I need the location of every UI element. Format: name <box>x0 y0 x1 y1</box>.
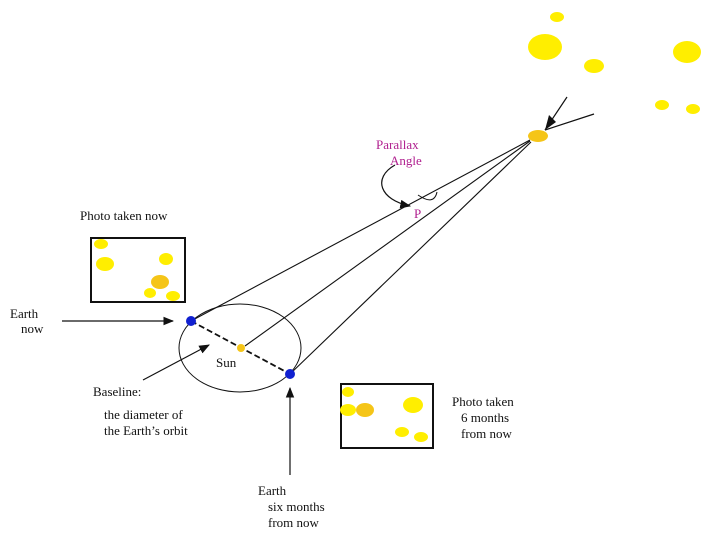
parallax-label: Parallax <box>376 137 419 152</box>
photo-later-label-line2: 6 months <box>461 410 510 425</box>
earth-later-label-line1: Earth <box>258 483 287 498</box>
baseline-line2: the Earth’s orbit <box>104 423 188 438</box>
photo-star <box>166 291 180 301</box>
sun-label: Sun <box>216 355 237 370</box>
photo-later-label-line3: from now <box>461 426 512 441</box>
background-star <box>655 100 669 110</box>
background-star <box>584 59 604 73</box>
photo-later <box>340 383 434 449</box>
earth-later-label-line3: from now <box>268 515 319 530</box>
earth-orbit <box>178 303 302 393</box>
earth-now-label-line1: Earth <box>10 306 39 321</box>
target-star <box>528 130 548 142</box>
sight-line-earth-later <box>289 141 532 375</box>
photo-star <box>159 253 173 265</box>
sight-line-sun <box>244 140 531 347</box>
photo-star <box>342 387 354 397</box>
sun-dot <box>237 344 245 352</box>
background-star <box>686 104 700 114</box>
earth-now-label-line2: now <box>21 321 44 336</box>
angle-label: Angle <box>390 153 422 168</box>
earth-later-dot <box>285 369 295 379</box>
photo-now-label: Photo taken now <box>80 208 168 223</box>
photo-star <box>403 397 423 413</box>
background-star <box>550 12 564 22</box>
background-star <box>673 41 701 63</box>
photo-star <box>96 257 114 271</box>
earth-later-label-line2: six months <box>268 499 325 514</box>
baseline-line1: the diameter of <box>104 407 183 422</box>
earth-now-dot <box>186 316 196 326</box>
p-symbol-label: P <box>414 206 422 221</box>
photo-star <box>144 288 156 298</box>
photo-target-star <box>356 403 374 417</box>
sight-line-earth-now <box>190 139 531 322</box>
baseline-arrow <box>142 344 210 381</box>
incoming-star-arrow <box>544 96 595 131</box>
photo-star <box>94 239 108 249</box>
photo-now <box>90 237 186 303</box>
baseline-title: Baseline: <box>93 384 142 399</box>
photo-star <box>395 427 409 437</box>
photo-star <box>340 404 356 416</box>
parallax-pointer-arrow <box>381 164 412 209</box>
photo-target-star <box>151 275 169 289</box>
photo-later-label-line1: Photo taken <box>452 394 514 409</box>
background-stars <box>528 12 701 114</box>
photo-star <box>414 432 428 442</box>
parallax-angle-arc <box>417 191 438 201</box>
background-star <box>528 34 562 60</box>
